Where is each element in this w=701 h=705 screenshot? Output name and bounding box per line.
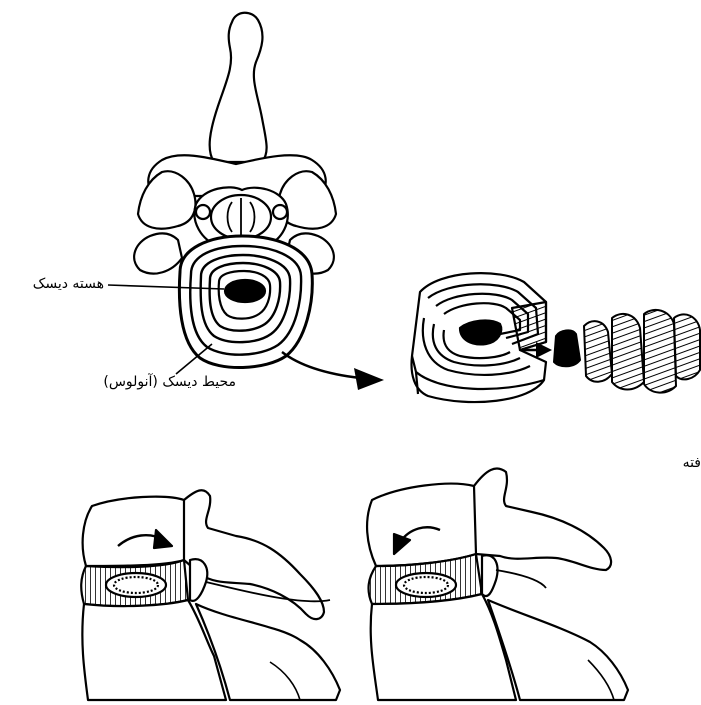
explode-arrow	[282, 352, 384, 390]
truncated-text-fragment: فته	[676, 455, 701, 471]
spinous-process	[210, 13, 267, 162]
nucleus-label: هسته دیسک	[4, 276, 104, 292]
nucleus-pulposus	[225, 280, 265, 302]
annulus-label: محیط دیسک (آنولوس)	[86, 374, 236, 390]
spine-segment-left	[81, 490, 340, 700]
exploded-disc	[412, 273, 546, 402]
lateral-wing-left	[134, 233, 182, 273]
spine-segment-right	[367, 468, 628, 700]
lamellae-layers	[554, 310, 700, 393]
vertebra-top-view	[134, 13, 336, 368]
transverse-process-left	[138, 171, 195, 228]
